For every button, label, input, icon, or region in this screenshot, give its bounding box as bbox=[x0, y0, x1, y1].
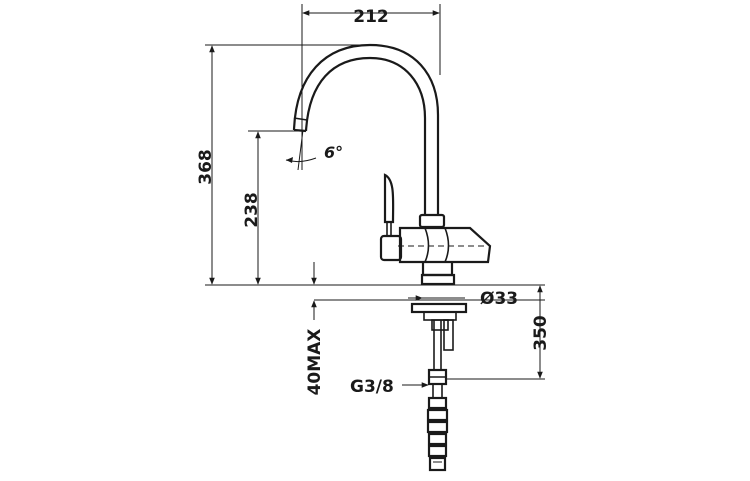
dimension-angle: 6° bbox=[285, 129, 343, 171]
dimension-total-height: 368 bbox=[196, 44, 375, 285]
dimension-spout-height: 238 bbox=[242, 130, 300, 285]
base-diameter-label: Ø33 bbox=[480, 289, 518, 309]
dimension-hose-length: 350 bbox=[446, 285, 551, 380]
faucet-body bbox=[292, 43, 492, 286]
hose-length-label: 350 bbox=[531, 315, 551, 351]
mounting-assembly bbox=[314, 299, 545, 472]
total-height-label: 368 bbox=[196, 149, 216, 185]
dimension-max-thickness: 40MAX bbox=[305, 262, 325, 395]
angle-label: 6° bbox=[324, 143, 343, 162]
spout-height-label: 238 bbox=[242, 192, 262, 228]
dimension-thread: G3/8 bbox=[350, 377, 429, 397]
spout-reach-label: 212 bbox=[353, 7, 389, 27]
dimension-spout-reach: 212 bbox=[301, 4, 441, 130]
max-thickness-label: 40MAX bbox=[305, 329, 325, 396]
thread-label: G3/8 bbox=[350, 377, 394, 397]
dimension-base-diameter: Ø33 bbox=[408, 289, 518, 309]
